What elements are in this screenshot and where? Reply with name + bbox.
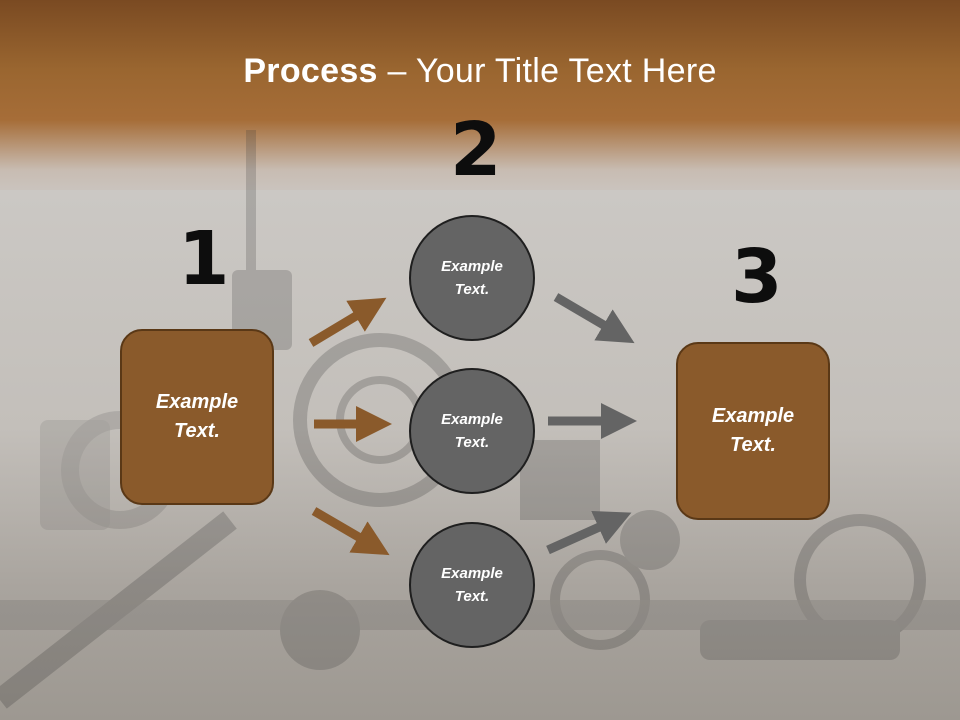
step-3-text: Example Text. [711,405,795,456]
arrow-2a-to-3 [553,293,635,344]
step-2b-text: Example Text. [441,411,503,451]
arrow-1-to-2a [308,297,387,347]
title-band-background [0,0,960,200]
step-2c-circle: Example Text. [409,522,535,648]
slide-title: Process – Your Title Text Here [0,52,960,91]
arrow-2c-to-3 [546,510,632,555]
step-3-box: Example Text. [676,342,830,520]
arrow-1-to-2c [311,507,390,556]
step-1-box: Example Text. [120,329,274,505]
title-bold: Process [243,52,378,90]
step-2a-circle: Example Text. [409,215,535,341]
step-2a-text: Example Text. [441,258,503,298]
step-2b-circle: Example Text. [409,368,535,494]
title-rest: – Your Title Text Here [377,52,717,90]
step-number-2: 2 [450,107,502,193]
step-1-text: Example Text. [155,391,239,442]
step-number-3: 3 [731,234,783,320]
step-number-1: 1 [178,216,230,302]
step-2c-text: Example Text. [441,565,503,605]
